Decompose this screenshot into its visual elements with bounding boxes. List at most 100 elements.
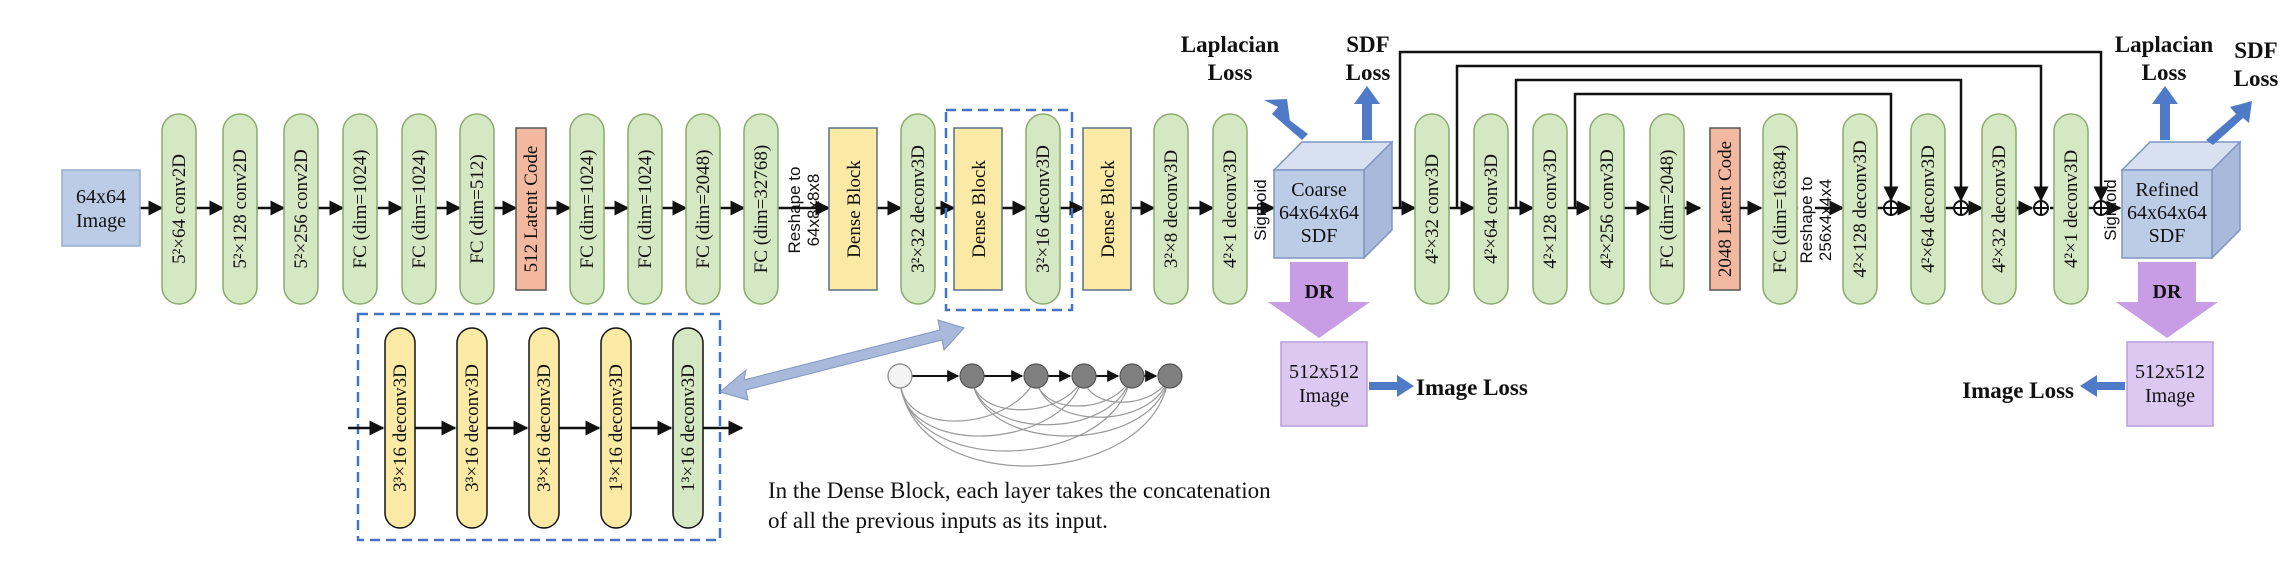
refine-layer: FC (dim=16384) — [1762, 113, 1798, 305]
detail-layer: 3³×16 deconv3D — [528, 327, 560, 529]
encoder-layer: FC (dim=32768) — [743, 113, 779, 305]
coarse-sdf-line1: Coarse — [1291, 179, 1347, 201]
refined-dr-arrow: DR — [2116, 262, 2218, 338]
coarse-image-loss: Image Loss — [1369, 375, 1528, 400]
encoder-layer-label: FC (dim=32768) — [751, 145, 772, 273]
decoder-layer-label: 3²×16 deconv3D — [1033, 145, 1054, 273]
refine-layer-label: FC (dim=2048) — [1657, 150, 1678, 269]
detail-layer: 1³×16 deconv3D — [672, 327, 704, 529]
coarse-render-line2: Image — [1299, 385, 1349, 407]
decoder-layer: 4²×1 deconv3D — [1212, 113, 1248, 305]
coarse-sdf-loss-line1: SDF — [1346, 32, 1389, 57]
dense-block-label: Dense Block — [1098, 160, 1119, 258]
encoder-layer: FC (dim=1024) — [627, 113, 663, 305]
decoder-layer: 3²×8 deconv3D — [1153, 113, 1189, 305]
reshape-label-2-line1: Reshape to — [1797, 177, 1816, 264]
coarse-sdf-loss: SDF Loss — [1346, 32, 1391, 140]
refine-layer: 4²×128 conv3D — [1532, 113, 1568, 305]
reshape-label-2-line2: 256x4x4x4 — [1816, 179, 1835, 261]
refine-deconv-layer: 4²×64 deconv3D — [1910, 113, 1946, 305]
detail-layer-label: 3³×16 deconv3D — [462, 364, 483, 492]
sum-node-4 — [2093, 200, 2109, 216]
skip-connections — [1398, 50, 2109, 208]
latent-code-label: 2048 Latent Code — [1715, 141, 1736, 277]
latent-code-2048: 2048 Latent Code — [1709, 127, 1741, 291]
caption-line2: of all the previous inputs as its input. — [768, 508, 1108, 533]
refine-deconv-label: 4²×32 deconv3D — [1989, 145, 2010, 273]
coarse-sdf-cube: Coarse 64x64x64 SDF — [1272, 140, 1394, 260]
coarse-dr-arrow: DR — [1268, 262, 1370, 338]
refine-layer: 4²×32 conv3D — [1414, 113, 1450, 305]
refined-sdf-line1: Refined — [2135, 179, 2198, 201]
refined-sdf-cube: Refined 64x64x64 SDF — [2120, 140, 2242, 260]
detail-layer: 1³×16 deconv3D — [600, 327, 632, 529]
refined-sdf-loss-line2: Loss — [2234, 66, 2279, 91]
coarse-sdf-line3: SDF — [1301, 225, 1338, 247]
refine-layer-label: 4²×256 conv3D — [1597, 149, 1618, 268]
dense-block-highlighted: Dense Block — [944, 108, 1074, 312]
detail-layer: 3³×16 deconv3D — [456, 327, 488, 529]
sigmoid-label-1: Sigmoid — [1251, 179, 1270, 240]
decoder-layer-label: 3²×32 deconv3D — [908, 145, 929, 273]
encoder-layer: 5²×256 conv2D — [283, 113, 319, 305]
refine-layer: 4²×256 conv3D — [1589, 113, 1625, 305]
detail-layer-label: 3³×16 deconv3D — [534, 364, 555, 492]
dense-block: Dense Block — [1082, 127, 1132, 291]
latent-code-label: 512 Latent Code — [521, 146, 542, 273]
dense-connectivity-graph — [887, 363, 1183, 467]
coarse-sdf-line2: 64x64x64 — [1279, 202, 1359, 224]
latent-code-512: 512 Latent Code — [515, 127, 547, 291]
decoder-layer-label: 3²×8 deconv3D — [1161, 150, 1182, 268]
dense-block-detail: 3³×16 deconv3D 3³×16 deconv3D 3³×16 deco… — [348, 312, 744, 542]
encoder-layer: 5²×64 conv2D — [161, 113, 197, 305]
encoder-layer: FC (dim=2048) — [685, 113, 721, 305]
detail-link-arrow — [718, 319, 965, 401]
refined-dr-label: DR — [2153, 281, 2182, 303]
refined-image-loss: Image Loss — [1962, 375, 2125, 403]
refine-layer: FC (dim=2048) — [1649, 113, 1685, 305]
encoder-layer-label: FC (dim=1024) — [577, 150, 598, 269]
refine-layer-label: 4²×64 conv3D — [1481, 154, 1502, 264]
refined-render-line2: Image — [2145, 385, 2195, 407]
encoder-layer: FC (dim=1024) — [401, 113, 437, 305]
refine-layer: 4²×64 conv3D — [1473, 113, 1509, 305]
coarse-image-loss-label: Image Loss — [1416, 375, 1528, 400]
refined-laplacian-loss-line1: Laplacian — [2115, 32, 2214, 57]
encoder-layer-label: FC (dim=2048) — [693, 150, 714, 269]
coarse-dr-label: DR — [1305, 281, 1334, 303]
detail-layer: 3³×16 deconv3D — [384, 327, 416, 529]
coarse-laplacian-loss-line1: Laplacian — [1181, 32, 1280, 57]
refine-deconv-label: 4²×128 deconv3D — [1850, 140, 1871, 277]
coarse-laplacian-loss-line2: Loss — [1208, 60, 1253, 85]
encoder-layer: FC (dim=512) — [459, 113, 495, 305]
refined-render-line1: 512x512 — [2135, 361, 2205, 383]
caption-line1: In the Dense Block, each layer takes the… — [768, 478, 1271, 503]
refined-laplacian-loss: Laplacian Loss — [2115, 32, 2214, 140]
refine-deconv-layer: 4²×128 deconv3D — [1842, 113, 1878, 305]
dense-block-label: Dense Block — [844, 160, 865, 258]
detail-layer-label: 1³×16 deconv3D — [678, 364, 699, 492]
coarse-sdf-loss-line2: Loss — [1346, 60, 1391, 85]
dense-block-label: Dense Block — [969, 160, 990, 258]
dense-block: Dense Block — [828, 127, 878, 291]
refine-deconv-layer: 4²×32 deconv3D — [1981, 113, 2017, 305]
encoder-layer-label: FC (dim=1024) — [350, 150, 371, 269]
detail-layer-label: 3³×16 deconv3D — [390, 364, 411, 492]
refine-deconv-label: 4²×64 deconv3D — [1918, 145, 1939, 273]
encoder-layer-label: FC (dim=512) — [467, 154, 488, 263]
input-image-line1: 64x64 — [76, 186, 126, 208]
refine-layer-label: FC (dim=16384) — [1770, 145, 1791, 273]
decoder-layer-label: 4²×1 deconv3D — [1220, 150, 1241, 268]
encoder-layer-label: 5²×256 conv2D — [291, 149, 312, 268]
coarse-laplacian-loss: Laplacian Loss — [1181, 32, 1308, 140]
refine-layer-label: 4²×128 conv3D — [1540, 149, 1561, 268]
refined-render-image: 512x512 Image — [2126, 341, 2214, 427]
encoder-layer-label: FC (dim=1024) — [409, 150, 430, 269]
refine-deconv-label: 4²×1 deconv3D — [2061, 150, 2082, 268]
encoder-layer-label: 5²×128 conv2D — [230, 149, 251, 268]
encoder-layer-label: 5²×64 conv2D — [169, 154, 190, 264]
decoder-layer: 3²×32 deconv3D — [900, 113, 936, 305]
encoder-layer: 5²×128 conv2D — [222, 113, 258, 305]
coarse-render-line1: 512x512 — [1289, 361, 1359, 383]
refined-laplacian-loss-line2: Loss — [2142, 60, 2187, 85]
